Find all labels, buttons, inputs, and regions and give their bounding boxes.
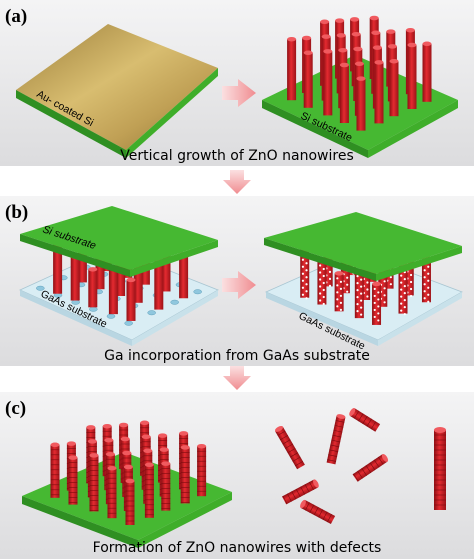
panel-c-label: (c) (5, 398, 26, 419)
nanowire (389, 58, 399, 117)
down-arrow-icon (223, 170, 251, 194)
nanowire (372, 281, 382, 325)
nanowire (281, 479, 319, 505)
nanowire (50, 442, 60, 498)
nanowire (89, 453, 99, 512)
loose-nanowire (349, 408, 381, 432)
nanowire (144, 462, 154, 518)
si-substrate-defect-nanowires (22, 420, 232, 548)
nanowire (434, 427, 446, 510)
nanowire (68, 455, 78, 505)
nanowire (125, 478, 135, 525)
nanowire (326, 414, 346, 465)
nanowire (334, 271, 344, 312)
detached-defective-nanowires (274, 408, 446, 524)
right-arrow-icon (222, 79, 256, 107)
nanowire (356, 76, 366, 131)
down-arrow-icon (223, 366, 251, 390)
nanowire (374, 60, 384, 124)
nanowire (88, 267, 98, 308)
au-coated-si-substrate: Au- coated Si (16, 24, 218, 158)
panel-b-label: (b) (5, 202, 28, 223)
nanowire (317, 258, 327, 306)
nanowire (422, 41, 432, 102)
loose-nanowire (281, 479, 319, 505)
loose-nanowire (434, 427, 446, 510)
si-substrate-top-left: Si substrate (20, 206, 218, 277)
nanowire (300, 499, 336, 524)
nanowire (126, 277, 136, 321)
right-arrow-icon (222, 271, 256, 299)
nanowire (407, 42, 417, 109)
nanowire (274, 425, 305, 470)
nanowire (161, 461, 171, 511)
nanowire (287, 36, 297, 101)
nanowire (349, 408, 381, 432)
nanowire (70, 254, 80, 301)
loose-nanowire (326, 414, 346, 465)
nanowire (352, 453, 389, 482)
vertical-nanowire-array (287, 15, 432, 131)
loose-nanowire (274, 425, 305, 470)
panel-b-caption: Ga incorporation from GaAs substrate (104, 348, 370, 364)
nanowire (107, 465, 117, 519)
panel-c-caption: Formation of ZnO nanowires with defects (93, 540, 382, 556)
nanowire (339, 62, 349, 123)
si-substrate-top-right (264, 212, 462, 281)
segmented-nanowire-array (50, 420, 207, 525)
loose-nanowire (300, 499, 336, 524)
nanowire (197, 443, 207, 497)
nanowire (180, 445, 190, 504)
nanowire (303, 50, 313, 108)
loose-nanowire (352, 453, 389, 482)
panel-a-label: (a) (5, 6, 27, 27)
panel-a-caption: Vertical growth of ZnO nanowires (120, 148, 353, 164)
nanowire (323, 49, 333, 116)
